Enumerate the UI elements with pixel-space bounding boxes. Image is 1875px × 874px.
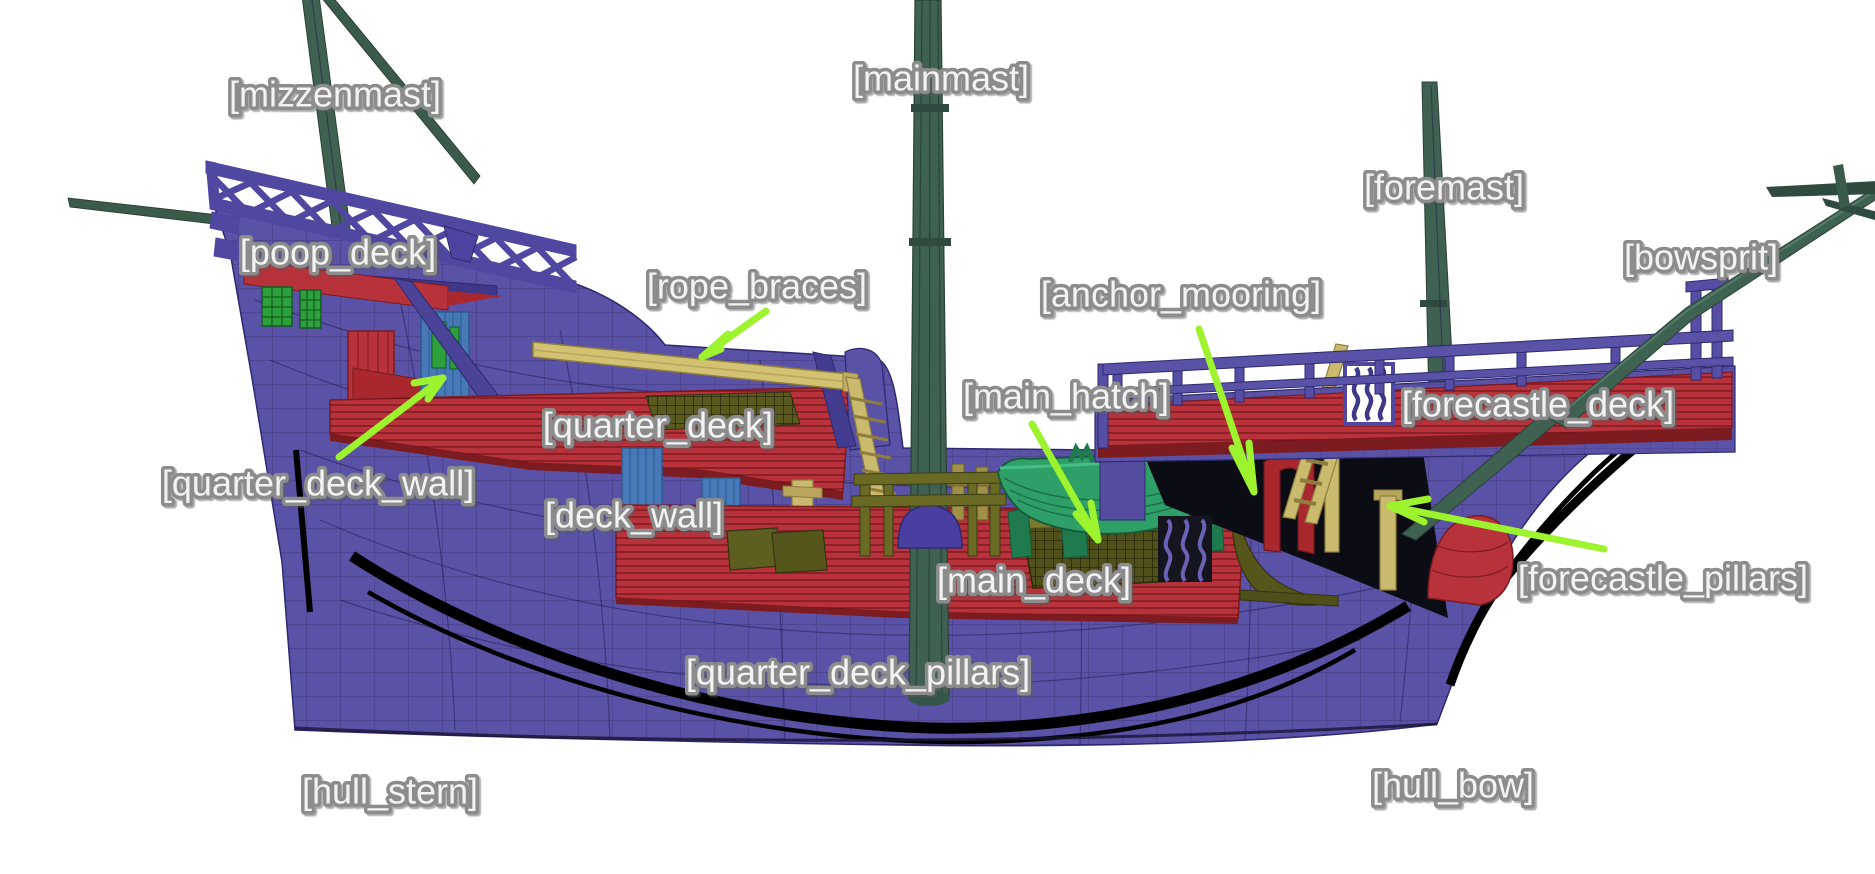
forecastle-structure: [1094, 343, 1736, 618]
stern-window-icon: [261, 286, 322, 329]
bowsprit-shape: [1401, 164, 1875, 541]
arrow-main-hatch: [1028, 420, 1102, 544]
arrow-quarter-deck-wall: [335, 374, 447, 461]
label-mizzenmast: [mizzenmast]: [229, 74, 441, 115]
foremast-base-platform: [1427, 514, 1514, 606]
mainmast-shape: [897, 0, 963, 706]
label-foremast: [foremast]: [1364, 167, 1524, 208]
label-anchor-mooring: [anchor_mooring]: [1041, 274, 1321, 315]
part-labels: [mizzenmast] [mainmast] [foremast] [bows…: [158, 54, 1811, 815]
forecastle-deck-shape: [1097, 371, 1733, 458]
label-hull-bow: [hull_bow]: [1372, 765, 1534, 806]
label-rope-braces: [rope_braces]: [647, 266, 867, 307]
label-poop-deck: [poop_deck]: [240, 232, 436, 273]
label-quarter-deck: [quarter_deck]: [543, 405, 773, 446]
label-main-deck: [main_deck]: [937, 560, 1131, 601]
label-quarter-deck-pillars: [quarter_deck_pillars]: [686, 652, 1030, 693]
annotation-arrows: [335, 307, 1608, 553]
label-main-hatch: [main_hatch]: [963, 376, 1169, 417]
label-deck-wall: [deck_wall]: [545, 495, 723, 536]
label-mainmast: [mainmast]: [853, 58, 1029, 99]
label-quarter-deck-wall: [quarter_deck_wall]: [162, 463, 474, 504]
label-bowsprit: [bowsprit]: [1624, 237, 1778, 278]
arrow-rope-braces: [698, 307, 770, 361]
arrow-forecastle-pillars: [1386, 495, 1608, 553]
forecastle-rail-balusters-icon: [1343, 362, 1395, 426]
mast-fife-rail-icon: [851, 471, 1007, 557]
arrow-anchor-mooring: [1195, 325, 1258, 496]
label-hull-stern: [hull_stern]: [302, 771, 478, 812]
stern-lattice-railing: [205, 160, 579, 294]
forecastle-railing: [1097, 277, 1734, 449]
label-forecastle-deck: [forecastle_deck]: [1402, 384, 1674, 425]
forecastle-support-balusters-icon: [1158, 516, 1212, 583]
label-forecastle-pillars: [forecastle_pillars]: [1518, 558, 1808, 599]
